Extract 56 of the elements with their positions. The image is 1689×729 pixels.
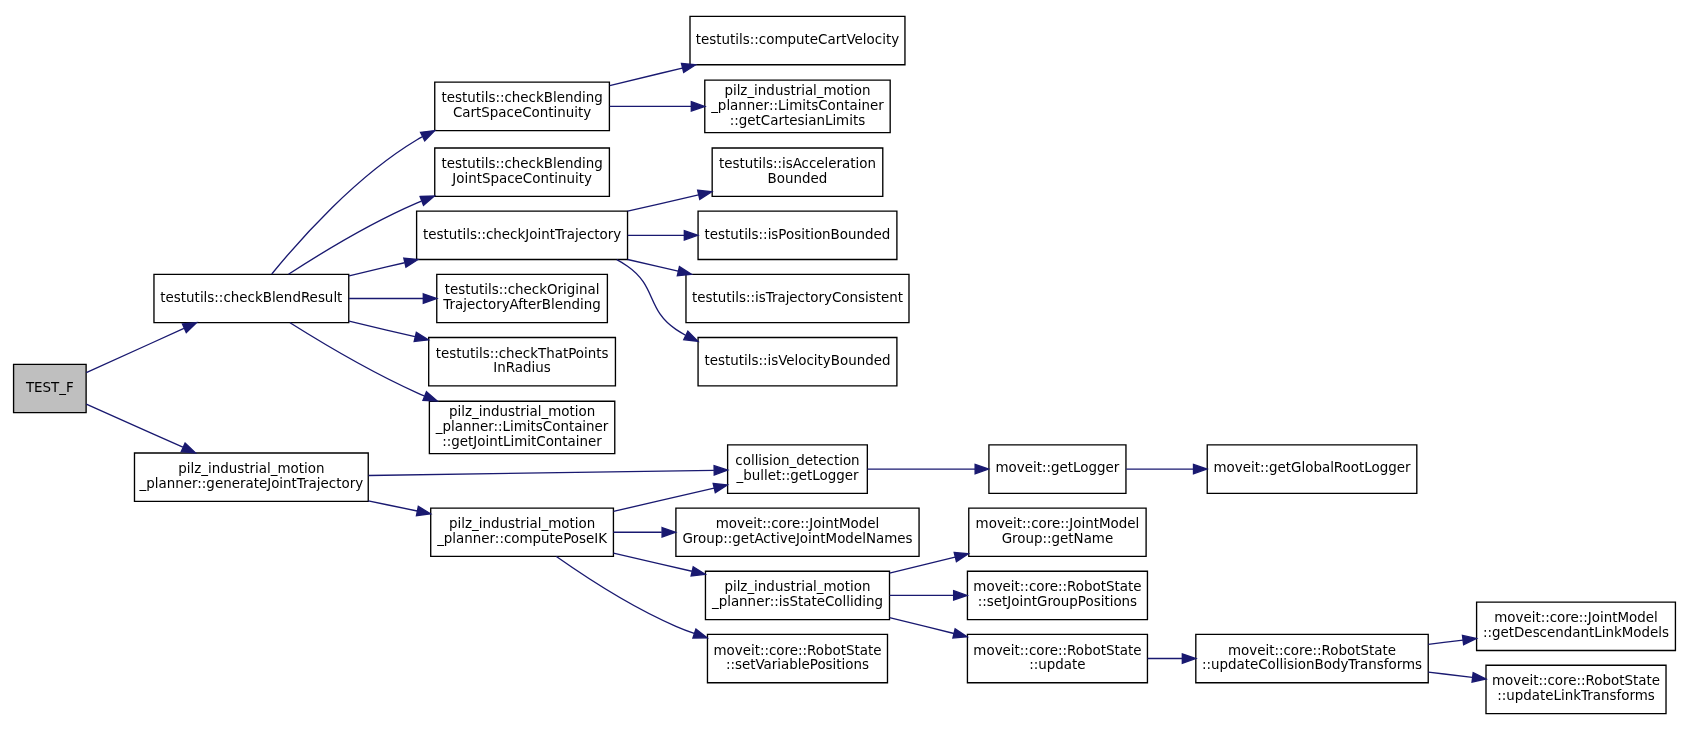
node-box: moveit::core::RobotState ::setJointGroupPositions [966,570,1149,620]
node-box: collision_detection _bullet::getLogger [726,443,868,494]
arrow [85,403,198,454]
node-box: moveit::core::JointModel Group::getName [968,506,1147,557]
arrow [348,292,439,304]
node-box: testutils::checkThatPoints InRadius [428,336,617,386]
node-box: pilz_industrial_motion _planner::isStateColliding [704,570,891,620]
node-box: moveit::core::JointModel ::getDescendantLinkModels [1475,600,1677,651]
node-box: moveit::core::RobotState ::updateLinkTransforms [1485,664,1667,714]
node-box: moveit::core::RobotState ::update [966,633,1149,683]
node-box: pilz_industrial_motion _planner::LimitsContainer ::getJointLimitContainer [428,400,616,454]
arrow [367,499,433,516]
node-box: testutils::checkBlendResult [153,273,350,323]
arrow [609,62,698,86]
arrow [627,188,714,212]
node-box: moveit::core::RobotState ::updateCollisionBodyTransforms [1195,633,1429,683]
arrow [612,551,708,577]
node-box: testutils::checkOriginal TrajectoryAfterBlending [436,273,609,323]
arrow [1427,670,1488,683]
node-box: TEST_F [12,363,87,413]
node-box: testutils::isPositionBounded [697,210,898,260]
arrow [85,321,199,373]
arrow [888,616,970,639]
arrow [888,551,971,574]
arrow [627,258,694,277]
node-box: pilz_industrial_motion _planner::computePoseIK [430,506,615,557]
arrow [888,589,970,601]
arrow [1427,634,1479,646]
node-box: moveit::core::JointModel Group::getActiveJointModelNames [675,506,920,557]
node-box: testutils::checkBlending JointSpaceContinuity [434,146,611,197]
arrow [1125,462,1209,475]
node-box: moveit::core::RobotState ::setVariablePositions [706,633,889,683]
arrow [616,258,700,342]
node-box: moveit::getLogger [988,443,1127,494]
node-box: testutils::checkJointTrajectory [415,210,629,260]
node-box: testutils::isVelocityBounded [697,336,898,386]
arrow [627,229,700,241]
arrow [348,320,431,342]
arrow [367,464,730,476]
node-box: pilz_industrial_motion _planner::generateJointTrajectory [133,451,369,502]
node-box: testutils::checkBlending CartSpaceContinuity [434,81,611,131]
node-box: testutils::isTrajectoryConsistent [685,273,910,323]
node-box: moveit::getGlobalRootLogger [1206,443,1418,494]
arrow [1146,652,1198,664]
arrow [555,555,710,639]
arrow [287,194,437,275]
arrow [866,462,991,475]
arrow [271,129,437,275]
node-box: pilz_industrial_motion _planner::LimitsContainer ::getCartesianLimits [704,79,891,133]
arrow [609,100,707,112]
arrow [612,526,678,538]
arrow [612,482,730,512]
arrow [348,256,420,276]
arrow [289,321,440,402]
node-box: testutils::isAcceleration Bounded [711,146,884,197]
node-box: testutils::computeCartVelocity [689,15,906,65]
